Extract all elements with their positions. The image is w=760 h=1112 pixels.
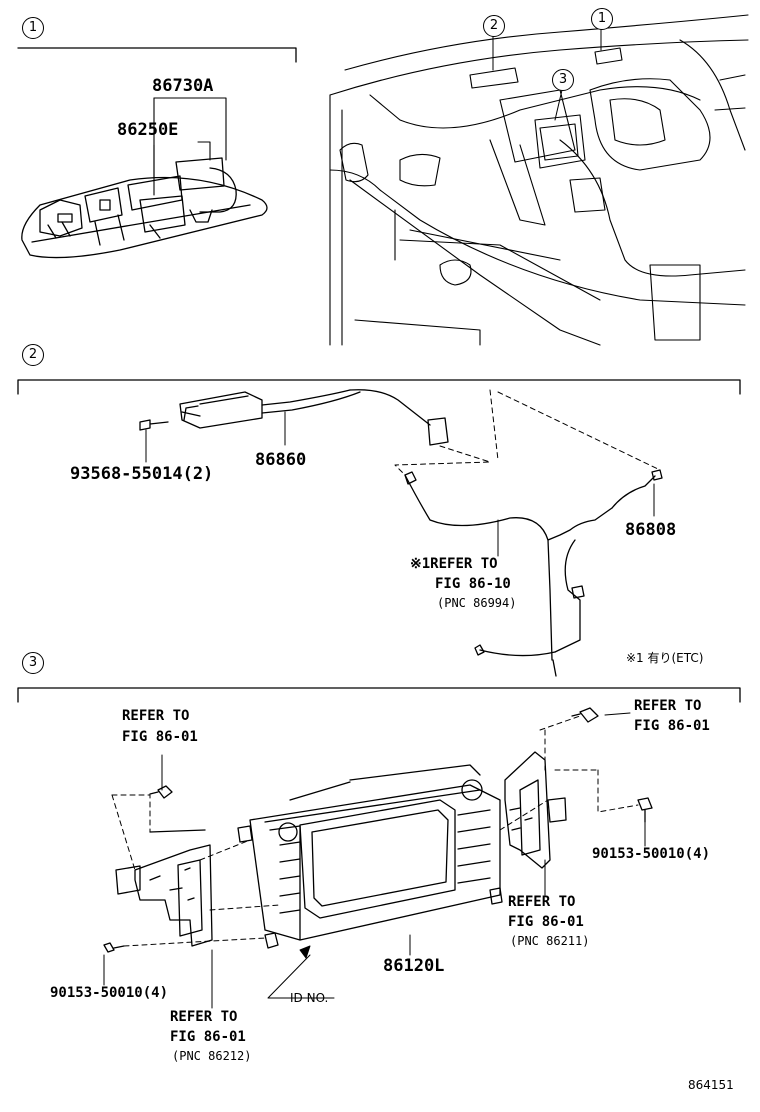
part-86250e-label: 86250E	[117, 120, 179, 140]
right-bracket	[504, 707, 653, 869]
figure-id: 864151	[688, 1078, 734, 1092]
part-86860-label: 86860	[255, 450, 307, 470]
screw-right-label: 90153-50010(4)	[592, 846, 711, 862]
section-3-bracket	[17, 687, 741, 703]
etc-antenna-cable	[404, 469, 663, 677]
overhead-switch-assembly	[21, 157, 268, 259]
refer-bottom-line3: (PNC 86212)	[172, 1049, 252, 1063]
refer-left-line1: REFER TO	[122, 708, 190, 724]
refer-left-line2: FIG 86-01	[122, 729, 198, 745]
part-86808-label: 86808	[625, 520, 677, 540]
refer-mid-line1: REFER TO	[508, 894, 576, 910]
section-number-3: 3	[22, 652, 44, 674]
refer-86-10-line3: (PNC 86994)	[437, 596, 517, 610]
section-1-leaders	[153, 97, 227, 196]
section-3-leaders	[103, 712, 646, 1009]
section-1-bracket	[17, 47, 297, 63]
id-no-label: ID NO.	[290, 991, 329, 1005]
refer-bottom-line2: FIG 86-01	[170, 1029, 246, 1045]
refer-right-line2: FIG 86-01	[634, 718, 710, 734]
screw-left-label: 90153-50010(4)	[50, 985, 169, 1001]
etc-note: ※1 有り(ETC)	[626, 651, 704, 665]
callout-2-top: 2	[483, 15, 505, 37]
section-2-dashed-connections	[394, 389, 661, 476]
callout-3-top: 3	[552, 69, 574, 91]
section-3-dashed-lines	[111, 715, 639, 947]
refer-mark: ※1	[410, 556, 431, 572]
refer-86-10-line1: ※1REFER TO	[410, 557, 498, 571]
section-number-1: 1	[22, 17, 44, 39]
refer-86-10-line2: FIG 86-10	[435, 576, 511, 592]
refer-mid-line3: (PNC 86211)	[510, 934, 590, 948]
interior-callout-leaders	[492, 27, 602, 121]
refer-right-line1: REFER TO	[634, 698, 702, 714]
navigation-head-unit	[237, 764, 503, 949]
section-2-bracket	[17, 379, 741, 395]
etc-module	[139, 389, 449, 446]
vehicle-interior-sketch	[329, 14, 749, 346]
part-86120l-label: 86120L	[383, 956, 445, 976]
bolt-93568-label: 93568-55014(2)	[70, 464, 214, 484]
left-bracket	[103, 785, 213, 953]
section-2-leaders	[145, 411, 655, 557]
part-86730a-label: 86730A	[152, 76, 214, 96]
refer-text: REFER TO	[430, 556, 498, 572]
section-number-2: 2	[22, 344, 44, 366]
refer-mid-line2: FIG 86-01	[508, 914, 584, 930]
refer-bottom-line1: REFER TO	[170, 1009, 238, 1025]
callout-1-top: 1	[591, 8, 613, 30]
